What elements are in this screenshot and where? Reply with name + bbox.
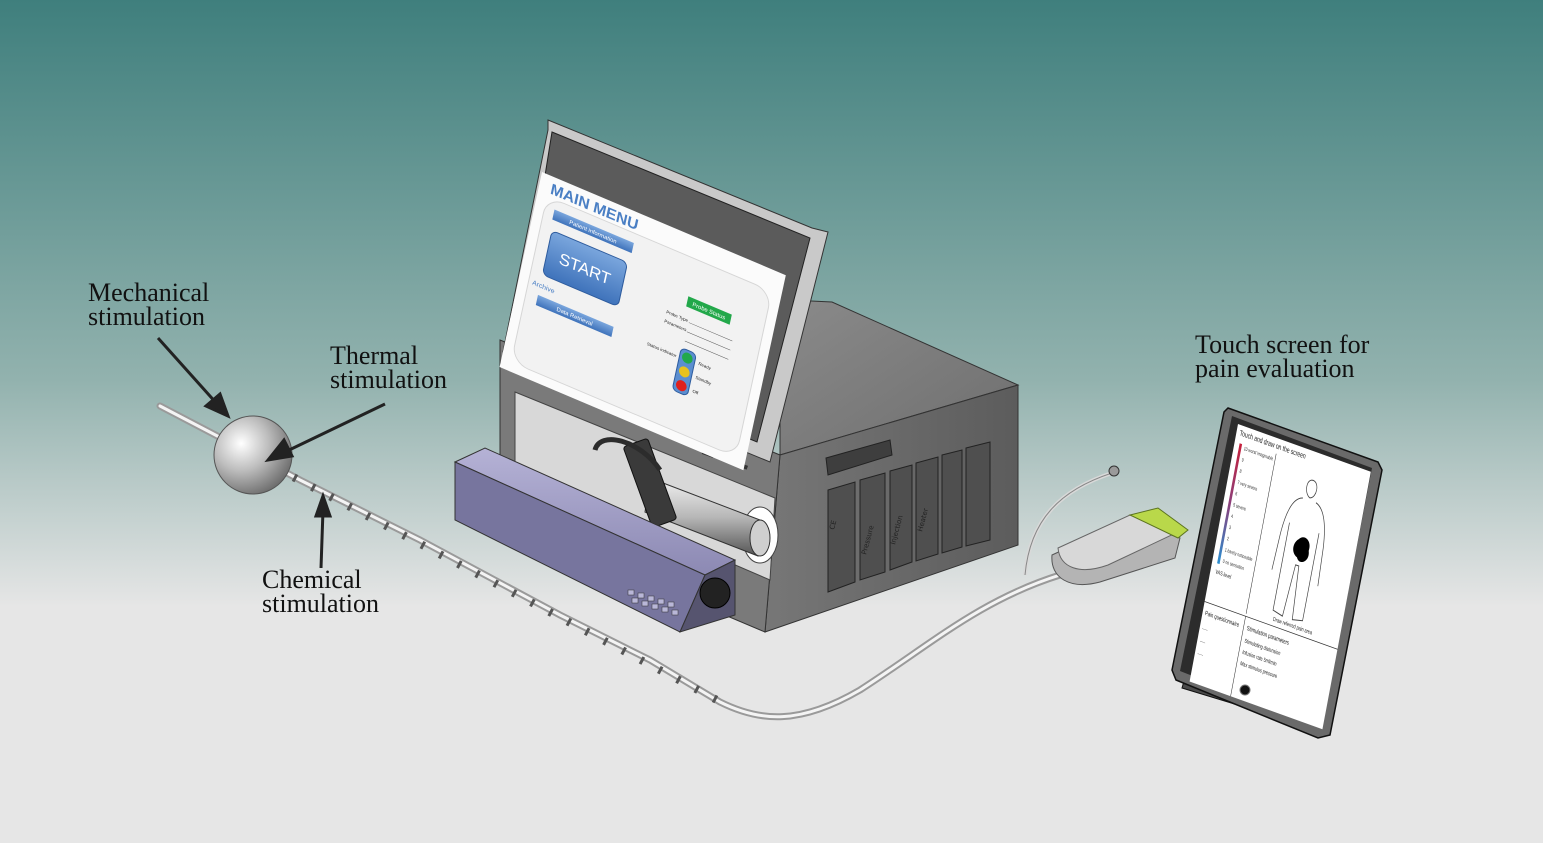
pump-knob [699, 577, 731, 609]
probe [156, 402, 1189, 721]
probe-marking [675, 675, 682, 685]
questionnaire-line-2: ----- [1197, 650, 1204, 658]
arrow-chemical [319, 509, 325, 569]
probe-marking [310, 483, 317, 492]
pump-button[interactable] [667, 601, 675, 608]
probe-marking [510, 589, 518, 598]
tablet-divider-v [1245, 453, 1277, 614]
main-device: CE Pressure Injection Heater MAIN MENU P… [453, 119, 1020, 633]
panel-label-0: CE [828, 519, 838, 530]
device-handle [825, 439, 893, 476]
probe-marking [492, 579, 500, 588]
pump-button[interactable] [661, 606, 669, 613]
vas-scale-label: 8 [1239, 468, 1242, 475]
tablet-divider-v2 [1230, 616, 1246, 697]
vas-scale-label: 3 [1229, 524, 1232, 531]
label-touch-screen: Touch screen for pain evaluation [1195, 330, 1370, 383]
probe-connector-plug [1128, 507, 1189, 539]
pump-button[interactable] [641, 600, 649, 607]
tablet: Touch and draw on the screen 10 worst im… [1171, 407, 1383, 739]
probe-marking [547, 608, 554, 617]
pump-button[interactable] [637, 592, 645, 599]
arrow-chemical-head [313, 491, 333, 518]
data-retrieval-button[interactable] [535, 294, 614, 338]
probe-marking [565, 617, 573, 627]
light-green-icon [681, 352, 693, 364]
tablet-divider-h [1204, 601, 1338, 650]
probe-marking [529, 598, 536, 608]
probe-marking [437, 550, 445, 560]
label-mechanical-stimulation: Mechanical stimulation [88, 278, 210, 331]
probe-marking [693, 685, 700, 694]
probe-line-1-rule [688, 322, 733, 342]
pump-button[interactable] [627, 589, 635, 596]
probe-line-3-rule [684, 340, 729, 360]
questionnaire-line-0: ----- [1202, 625, 1209, 633]
light-red-label: Off [692, 389, 699, 396]
probe-markings [291, 473, 719, 704]
arrow-thermal [284, 402, 386, 454]
tablet-home-button[interactable] [1239, 684, 1251, 696]
pump-buttons [627, 589, 679, 616]
probe-connector-top [1057, 514, 1180, 570]
probe-status-button[interactable] [686, 296, 732, 325]
vas-scale-label: 6 [1235, 490, 1238, 497]
probe-marking [657, 665, 664, 675]
light-yellow-label: Standby [695, 375, 712, 387]
body-outline [1271, 479, 1325, 622]
probe-cable-outline [1024, 472, 1113, 576]
light-green-label: Ready [698, 361, 712, 371]
probe-marking [364, 512, 372, 521]
probe-line-2-rule [686, 331, 731, 351]
device-side-panel [825, 439, 991, 593]
probe-catheter-highlight [158, 404, 1062, 719]
probe-marking [620, 646, 627, 656]
probe-cable-tip [1108, 465, 1120, 477]
pain-area [1293, 537, 1310, 563]
probe-marking [474, 569, 481, 579]
device-screen: MAIN MENU Patient information START Arch… [499, 172, 786, 471]
probe-marking [346, 502, 353, 512]
pump-button[interactable] [671, 609, 679, 616]
label-chemical-stimulation: Chemical stimulation [262, 565, 379, 618]
syringe-plunger [592, 437, 663, 472]
probe-marking [456, 560, 463, 569]
start-button[interactable] [542, 230, 627, 306]
probe-marking [602, 637, 609, 646]
arrow-mechanical-head [203, 391, 231, 419]
probe-marking [711, 694, 719, 704]
probe-marking [383, 521, 390, 531]
pump-button[interactable] [651, 603, 659, 610]
syringe-end [749, 519, 771, 557]
arrow-thermal-head [264, 437, 295, 463]
vas-scale-label: 5 severe [1233, 502, 1247, 512]
probe-marking [291, 473, 299, 483]
probe-marking [419, 541, 427, 550]
syringe-clamp [623, 438, 677, 528]
probe-marking [401, 531, 408, 540]
pump-button[interactable] [631, 597, 639, 604]
pump-button[interactable] [647, 595, 655, 602]
tablet-screen[interactable]: Touch and draw on the screen 10 worst im… [1189, 424, 1371, 730]
tablet-screen-bg [1189, 424, 1371, 730]
light-yellow-icon [678, 366, 690, 378]
label-thermal-stimulation: Thermal stimulation [330, 341, 447, 394]
vas-scale-label: 4 [1231, 513, 1234, 520]
probe-marking [328, 492, 335, 502]
probe-marking [638, 656, 646, 665]
pump-button[interactable] [657, 598, 665, 605]
vas-scale-label: 2 [1226, 535, 1229, 542]
patient-info-button[interactable] [552, 209, 634, 254]
arrow-mechanical [156, 336, 220, 407]
vas-scale-label: 9 [1241, 457, 1244, 464]
light-red-icon [675, 380, 687, 392]
probe-marking [583, 627, 591, 636]
questionnaire-line-1: ----- [1199, 638, 1206, 646]
vas-bar [1217, 443, 1243, 565]
callout-arrows [156, 336, 386, 569]
